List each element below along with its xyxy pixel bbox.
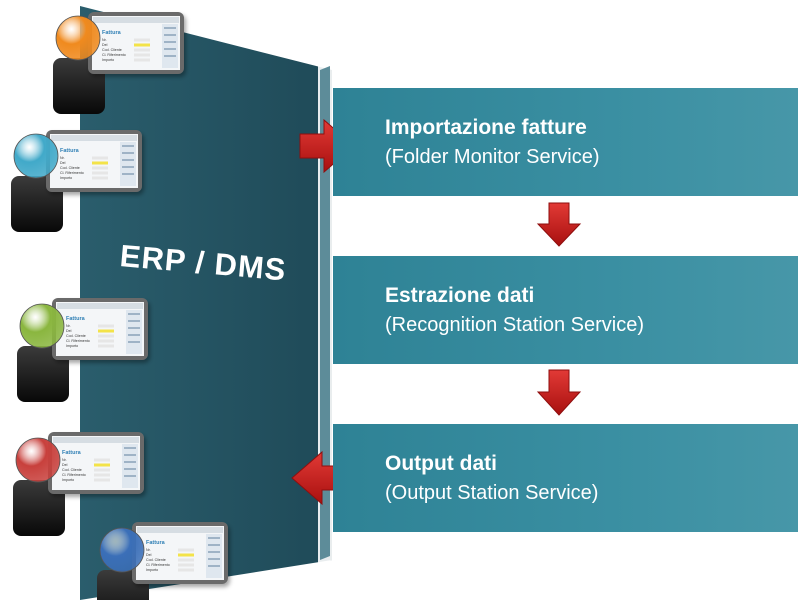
invoice-field-label: Nr. bbox=[66, 324, 71, 328]
invoice-field-label: Nr. bbox=[146, 548, 151, 552]
invoice-field-label: Del bbox=[146, 553, 152, 557]
step-import-subtitle: (Folder Monitor Service) bbox=[385, 146, 600, 168]
arrow-extract-to-output bbox=[536, 369, 582, 416]
user-body-icon bbox=[13, 480, 65, 536]
invoice-field-label: Cl. Riferimento bbox=[146, 563, 170, 567]
user-head-icon bbox=[13, 133, 59, 179]
invoice-heading: Fattura bbox=[102, 30, 122, 36]
user-head-icon bbox=[19, 303, 65, 349]
invoice-field-label: Cl. Riferimento bbox=[60, 171, 84, 175]
invoice-field-label: Importo bbox=[60, 176, 72, 180]
invoice-field-label: Importo bbox=[102, 58, 114, 62]
invoice-field-label: Cl. Riferimento bbox=[66, 339, 90, 343]
invoice-field-label: Importo bbox=[66, 344, 78, 348]
step-extract-box: Estrazione dati (Recognition Station Ser… bbox=[333, 256, 798, 364]
invoice-field-label: Cl. Riferimento bbox=[102, 53, 126, 57]
invoice-heading: Fattura bbox=[62, 450, 82, 456]
invoice-field-label: Del bbox=[62, 463, 68, 467]
invoice-field-label: Nr. bbox=[60, 156, 65, 160]
step-output-title: Output dati bbox=[385, 452, 497, 475]
invoice-field-label: Cod. Cliente bbox=[62, 468, 82, 472]
user-body-icon bbox=[17, 346, 69, 402]
step-extract-subtitle: (Recognition Station Service) bbox=[385, 314, 645, 336]
step-import-title: Importazione fatture bbox=[385, 116, 587, 139]
invoice-field-label: Cod. Cliente bbox=[66, 334, 86, 338]
invoice-field-label: Nr. bbox=[62, 458, 67, 462]
invoice-field-label: Cod. Cliente bbox=[146, 558, 166, 562]
invoice-field-label: Cod. Cliente bbox=[60, 166, 80, 170]
step-import-box: Importazione fatture (Folder Monitor Ser… bbox=[333, 88, 798, 196]
invoice-field-label: Importo bbox=[146, 568, 158, 572]
invoice-field-label: Del bbox=[102, 43, 108, 47]
invoice-heading: Fattura bbox=[66, 316, 86, 322]
invoice-field-label: Cod. Cliente bbox=[102, 48, 122, 52]
user-head-icon bbox=[15, 437, 61, 483]
invoice-field-label: Del bbox=[60, 161, 66, 165]
invoice-heading: Fattura bbox=[60, 148, 80, 154]
step-output-box: Output dati (Output Station Service) bbox=[333, 424, 798, 532]
invoice-field-label: Importo bbox=[62, 478, 74, 482]
arrow-import-to-extract bbox=[536, 202, 582, 247]
user-head-icon bbox=[55, 15, 101, 61]
step-output-subtitle: (Output Station Service) bbox=[385, 482, 599, 504]
invoice-field-label: Del bbox=[66, 329, 72, 333]
invoice-heading: Fattura bbox=[146, 540, 166, 546]
invoice-field-label: Cl. Riferimento bbox=[62, 473, 86, 477]
step-extract-title: Estrazione dati bbox=[385, 284, 535, 307]
user-head-icon bbox=[99, 527, 145, 573]
invoice-field-label: Nr. bbox=[102, 38, 107, 42]
